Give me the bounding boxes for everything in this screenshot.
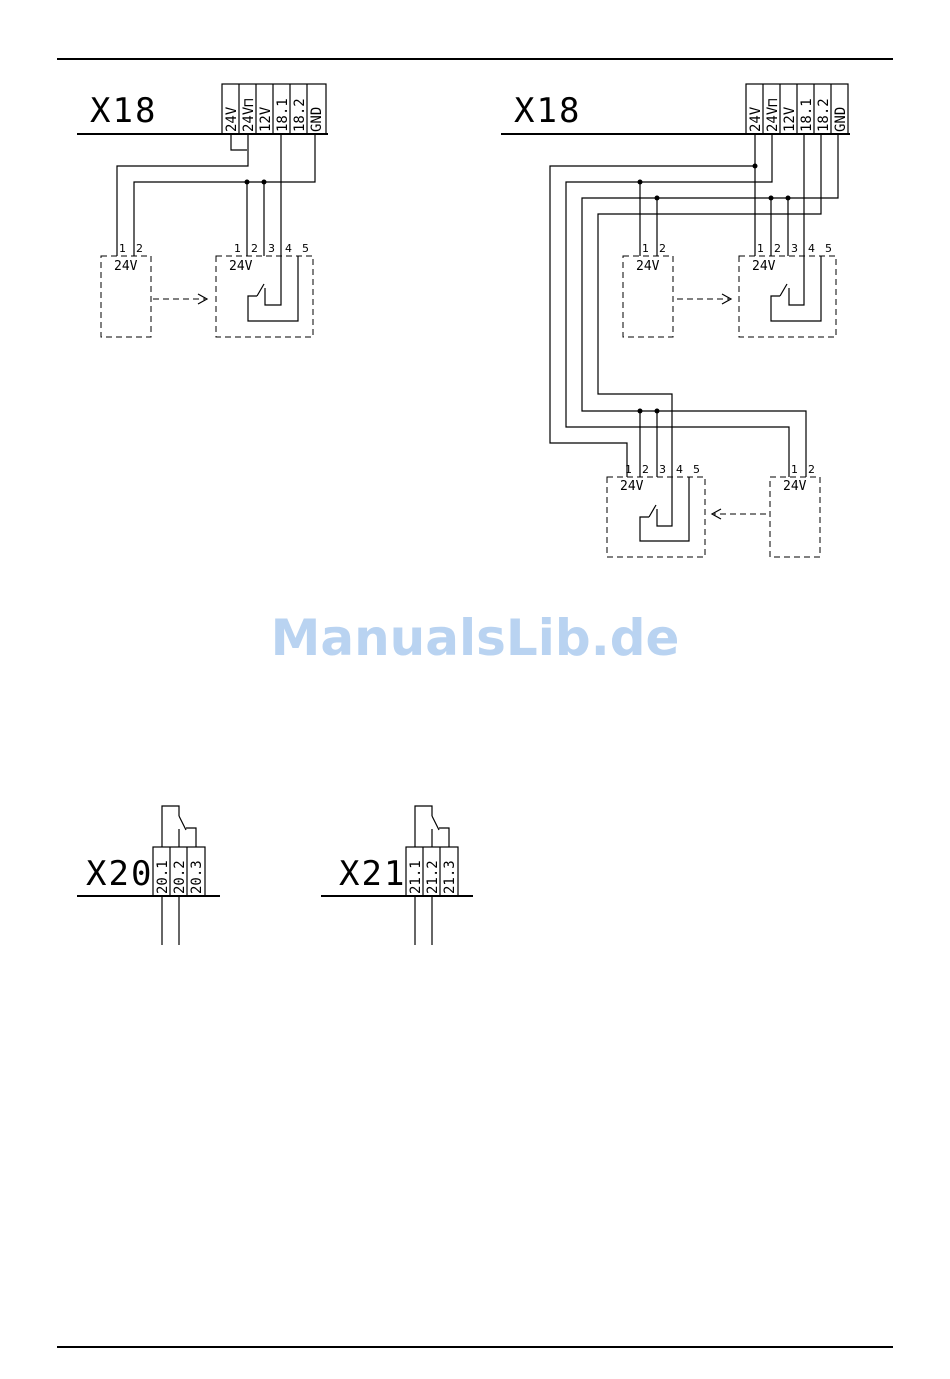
device-voltage: 24V xyxy=(114,259,138,274)
x20-terminal-20-3: 20.3 xyxy=(189,860,205,894)
relay-wire xyxy=(439,828,449,847)
contact-loop xyxy=(640,477,689,541)
pin-label: 4 xyxy=(285,242,292,255)
x18-right-terminal-24v-pulse: 24V⊓ xyxy=(765,98,781,132)
pin-label: 5 xyxy=(693,463,700,476)
pin-label: 3 xyxy=(659,463,666,476)
x18-left-terminal-12v: 12V xyxy=(258,106,274,132)
pin-label: 2 xyxy=(808,463,815,476)
junction-dot xyxy=(638,180,643,185)
wire xyxy=(598,134,821,477)
pin-label: 2 xyxy=(251,242,258,255)
arrow-head xyxy=(722,294,731,304)
pin-label: 1 xyxy=(642,242,649,255)
x18-left-terminal-18-1: 18.1 xyxy=(275,98,291,132)
wire xyxy=(134,134,315,256)
x18-left-diagram: X18 24V 24V⊓ 12V 18.1 18.2 GND 1 2 24V 1 xyxy=(77,84,328,337)
x21-label: X21 xyxy=(339,854,406,894)
x18-left-terminal-24v: 24V xyxy=(224,106,240,132)
x18-right-terminal-24v: 24V xyxy=(748,106,764,132)
relay-contact xyxy=(432,816,439,830)
x20-label: X20 xyxy=(86,854,153,894)
wire xyxy=(789,134,804,305)
x20-diagram: X20 20.1 20.2 20.3 xyxy=(77,806,220,945)
x18-right-label: X18 xyxy=(514,91,581,131)
wire xyxy=(657,477,672,526)
arrow-head xyxy=(712,509,721,519)
x18-right-terminal-18-2: 18.2 xyxy=(816,98,832,132)
pin-label: 1 xyxy=(757,242,764,255)
x21-diagram: X21 21.1 21.2 21.3 xyxy=(321,806,473,945)
x21-terminal-21-3: 21.3 xyxy=(442,860,458,894)
pin-label: 3 xyxy=(791,242,798,255)
x18-left-terminal-18-2: 18.2 xyxy=(292,98,308,132)
junction-dot xyxy=(655,409,660,414)
pin-label: 4 xyxy=(808,242,815,255)
switch-contact xyxy=(780,284,787,296)
arrow-head xyxy=(198,294,207,304)
x18-right-terminal-gnd: GND xyxy=(833,107,849,132)
pin-label: 5 xyxy=(825,242,832,255)
wire xyxy=(117,134,248,256)
pin-label: 1 xyxy=(791,463,798,476)
wire xyxy=(231,134,247,150)
relay-wire xyxy=(162,806,179,847)
device-voltage: 24V xyxy=(229,259,253,274)
switch-contact xyxy=(257,284,264,296)
wire xyxy=(265,134,281,305)
relay-wire xyxy=(186,828,196,847)
x18-right-terminal-12v: 12V xyxy=(782,106,798,132)
relay-contact xyxy=(179,816,186,830)
pin-label: 2 xyxy=(136,242,143,255)
x20-terminal-20-1: 20.1 xyxy=(155,860,171,894)
x18-right-diagram: X18 24V 24V⊓ 12V 18.1 18.2 GND xyxy=(501,84,850,557)
device-voltage: 24V xyxy=(620,479,644,494)
x21-terminal-21-1: 21.1 xyxy=(408,860,424,894)
junction-dot xyxy=(655,196,660,201)
contact-loop xyxy=(248,256,298,321)
pin-label: 2 xyxy=(774,242,781,255)
junction-dot xyxy=(753,164,758,169)
x18-right-terminal-18-1: 18.1 xyxy=(799,98,815,132)
x18-left-terminal-gnd: GND xyxy=(309,107,325,132)
pin-label: 5 xyxy=(302,242,309,255)
watermark: ManualsLib.de xyxy=(271,609,680,667)
pin-label: 2 xyxy=(659,242,666,255)
pin-label: 4 xyxy=(676,463,683,476)
junction-dot xyxy=(262,180,267,185)
wire xyxy=(550,134,755,477)
junction-dot xyxy=(769,196,774,201)
junction-dot xyxy=(245,180,250,185)
x21-terminal-21-2: 21.2 xyxy=(425,860,441,894)
x18-left-label: X18 xyxy=(90,91,157,131)
x20-terminal-20-2: 20.2 xyxy=(172,860,188,894)
x18-left-terminal-24v-pulse: 24V⊓ xyxy=(241,98,257,132)
device-voltage: 24V xyxy=(783,479,807,494)
switch-contact xyxy=(649,505,656,517)
pin-label: 1 xyxy=(234,242,241,255)
relay-wire xyxy=(415,806,432,847)
contact-loop xyxy=(771,256,821,321)
pin-label: 1 xyxy=(625,463,632,476)
pin-label: 2 xyxy=(642,463,649,476)
pin-label: 1 xyxy=(119,242,126,255)
pin-label: 3 xyxy=(268,242,275,255)
junction-dot xyxy=(786,196,791,201)
device-voltage: 24V xyxy=(636,259,660,274)
junction-dot xyxy=(638,409,643,414)
device-voltage: 24V xyxy=(752,259,776,274)
